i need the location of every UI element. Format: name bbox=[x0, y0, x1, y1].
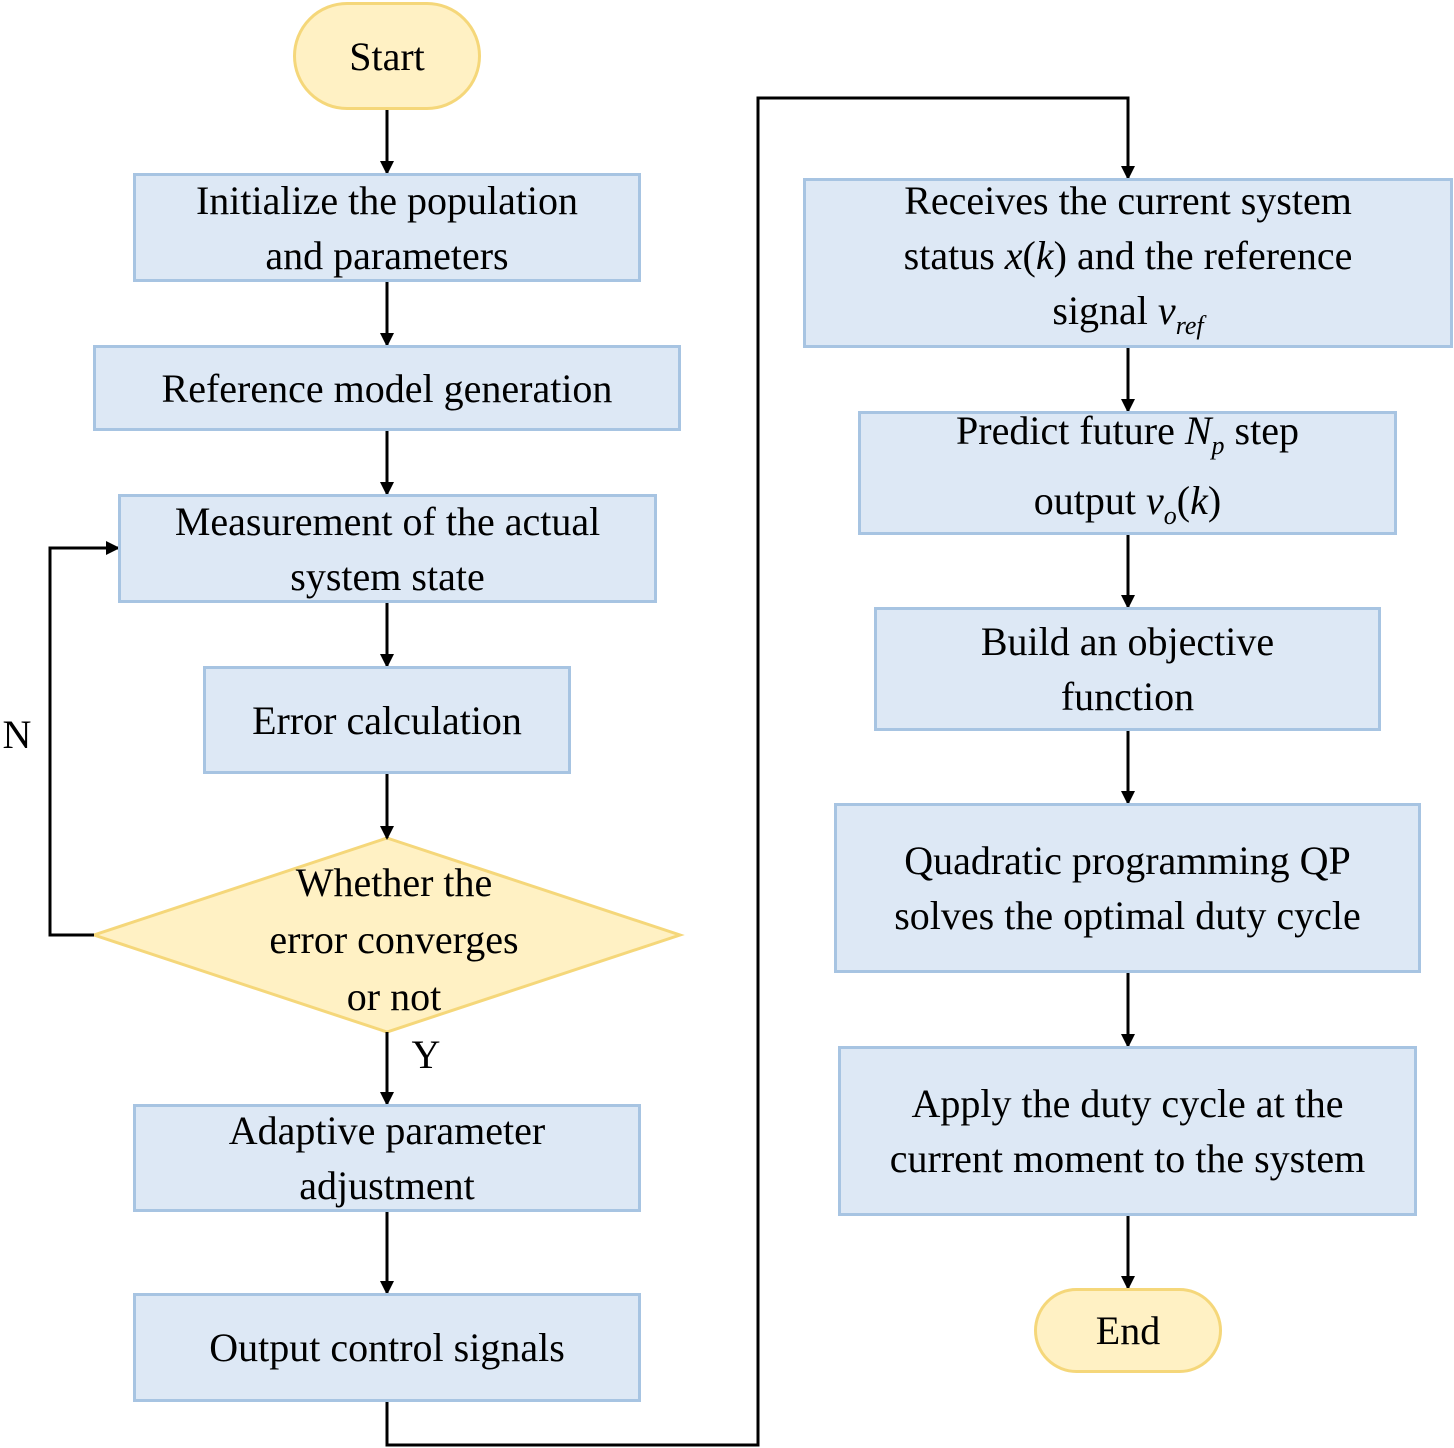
init-line-1: Initialize the population bbox=[195, 177, 579, 223]
end-label: End bbox=[1095, 1308, 1161, 1353]
init-line-2: and parameters bbox=[265, 232, 509, 278]
adaptive-box: Adaptive parameter adjustment bbox=[133, 1104, 641, 1212]
adaptive-line-1: Adaptive parameter bbox=[228, 1108, 546, 1153]
arrow-output-to-receives bbox=[385, 96, 1135, 1447]
output-arg-k: k bbox=[1190, 478, 1208, 523]
state-arg-open: ( bbox=[1022, 233, 1036, 278]
predict-step-text: step bbox=[1234, 408, 1299, 453]
output-signals-label: Output control signals bbox=[209, 1325, 565, 1370]
decision-label: Whether the error converges or not bbox=[194, 855, 594, 1024]
objective-line-2: function bbox=[1060, 674, 1195, 719]
receives-status-text: status bbox=[903, 233, 995, 278]
receives-line-1: Receives the current system bbox=[904, 178, 1352, 223]
output-arg-close: ) bbox=[1207, 478, 1222, 523]
end-terminal: End bbox=[1034, 1288, 1222, 1373]
adaptive-line-2: adjustment bbox=[299, 1163, 475, 1208]
apply-line-1: Apply the duty cycle at the bbox=[911, 1081, 1344, 1126]
ref-var-v: v bbox=[1157, 288, 1176, 333]
receives-reference-text: and the reference bbox=[1076, 233, 1353, 278]
branch-yes-label: Y bbox=[411, 1032, 441, 1077]
predict-output-text: output bbox=[1033, 478, 1137, 523]
reference-box: Reference model generation bbox=[93, 345, 681, 431]
apply-line-2: current moment to the system bbox=[889, 1136, 1366, 1181]
measure-line-1: Measurement of the actual bbox=[174, 498, 601, 544]
state-arg-close: ) bbox=[1053, 233, 1067, 278]
start-label: Start bbox=[349, 33, 425, 79]
output-subscript: o bbox=[1163, 501, 1177, 530]
output-var-v: v bbox=[1146, 478, 1164, 523]
decision-line-2: error converges bbox=[269, 917, 519, 962]
receives-line-2: status x(k) and the reference bbox=[904, 228, 1353, 283]
qp-line-2: solves the optimal duty cycle bbox=[894, 893, 1361, 938]
apply-box: Apply the duty cycle at the current mome… bbox=[838, 1046, 1417, 1216]
measure-box: Measurement of the actual system state bbox=[118, 494, 657, 603]
start-terminal: Start bbox=[293, 2, 481, 110]
horizon-var-n: N bbox=[1184, 408, 1212, 453]
qp-line-1: Quadratic programming QP bbox=[904, 838, 1351, 883]
error-calc-box: Error calculation bbox=[203, 666, 571, 774]
objective-line-1: Build an objective bbox=[980, 619, 1275, 664]
arrow-decision-no-loop bbox=[48, 541, 120, 937]
predict-future-text: Predict future bbox=[956, 408, 1175, 453]
reference-label: Reference model generation bbox=[161, 365, 613, 411]
predict-box: Predict future Np step output vo(k) bbox=[858, 408, 1397, 535]
objective-box: Build an objective function bbox=[874, 607, 1381, 731]
ref-subscript: ref bbox=[1175, 311, 1204, 340]
horizon-subscript: p bbox=[1211, 431, 1225, 460]
predict-line-2: output vo(k) bbox=[1034, 473, 1221, 543]
output-arg-open: ( bbox=[1176, 478, 1191, 523]
receives-signal-text: signal bbox=[1052, 288, 1148, 333]
measure-line-2: system state bbox=[290, 553, 485, 599]
state-var-x: x bbox=[1004, 233, 1023, 278]
output-signals-box: Output control signals bbox=[133, 1293, 641, 1402]
predict-line-1: Predict future Np step bbox=[956, 403, 1299, 473]
qp-box: Quadratic programming QP solves the opti… bbox=[834, 803, 1421, 973]
branch-no-label: N bbox=[2, 712, 32, 757]
state-arg-k: k bbox=[1035, 233, 1054, 278]
receives-box: Receives the current system status x(k) … bbox=[803, 178, 1453, 348]
error-calc-label: Error calculation bbox=[252, 697, 522, 743]
decision-line-1: Whether the bbox=[295, 860, 493, 905]
decision-line-3: or not bbox=[346, 974, 442, 1019]
init-box: Initialize the population and parameters bbox=[133, 173, 641, 282]
receives-line-3: signal vref bbox=[1052, 283, 1203, 353]
